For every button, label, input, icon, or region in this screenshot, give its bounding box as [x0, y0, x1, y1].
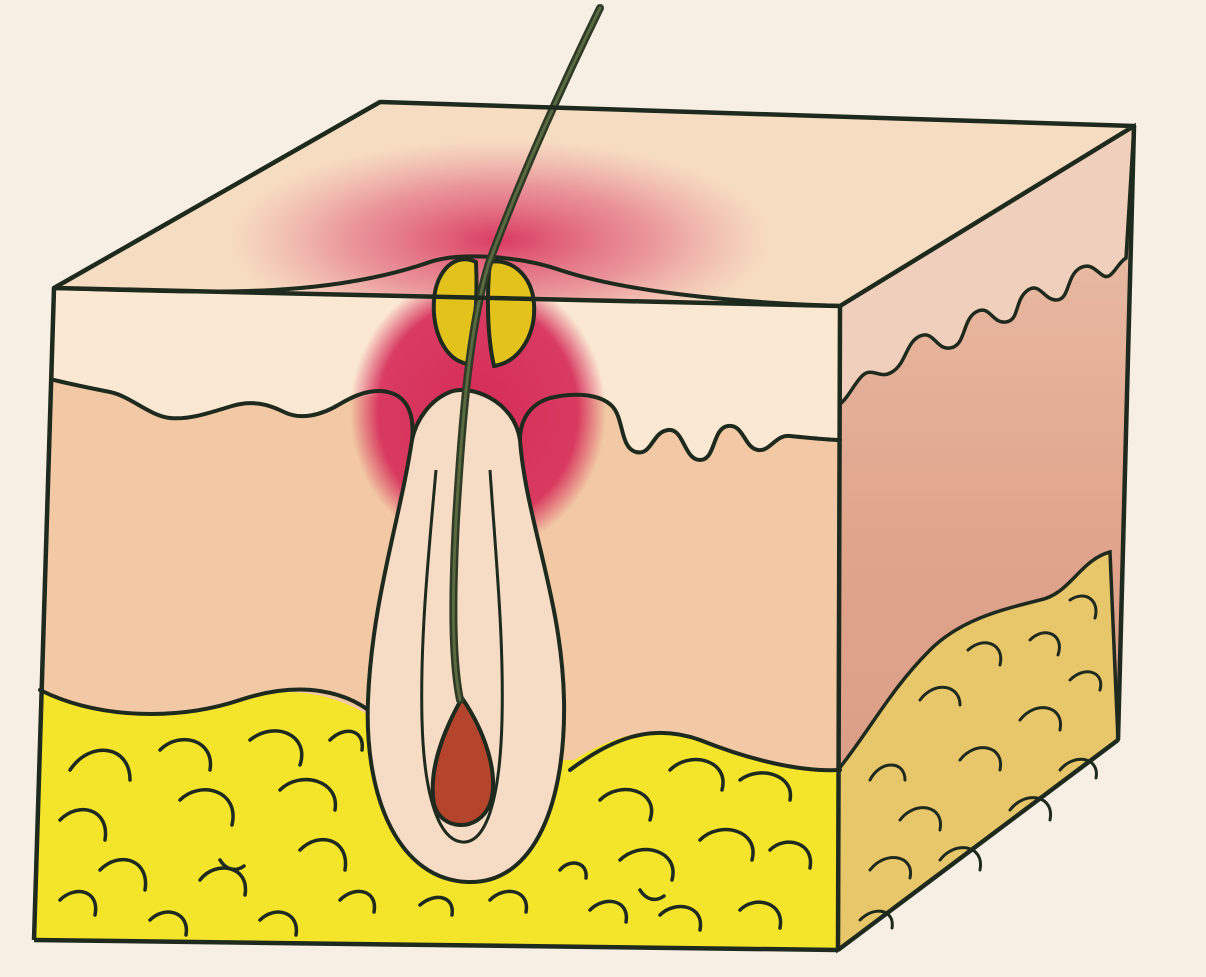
skin-diagram-svg [0, 0, 1206, 977]
skin-diagram [0, 0, 1206, 977]
